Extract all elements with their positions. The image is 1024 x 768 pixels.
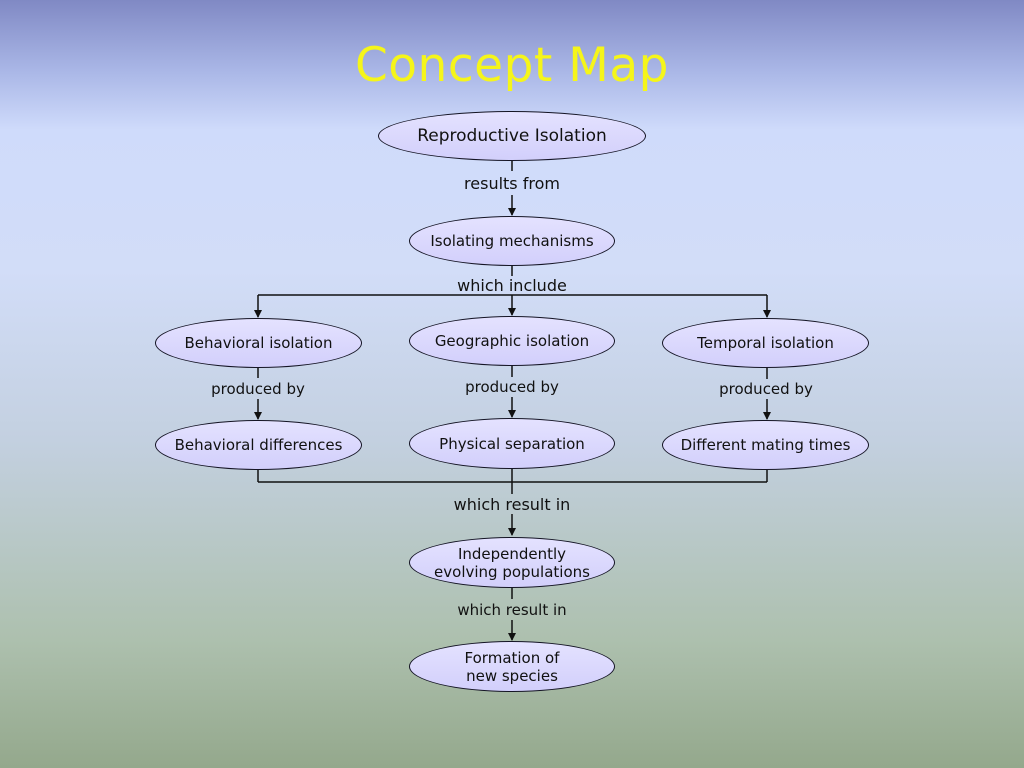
- node-behavioral-differences: Behavioral differences: [155, 420, 362, 470]
- node-different-mating-times: Different mating times: [662, 420, 869, 470]
- node-reproductive-isolation: Reproductive Isolation: [378, 111, 646, 161]
- node-geographic-isolation: Geographic isolation: [409, 316, 615, 366]
- node-independently-evolving-populations: Independently evolving populations: [409, 537, 615, 588]
- link-label-which-result-in-1: which result in: [453, 495, 571, 514]
- node-temporal-isolation: Temporal isolation: [662, 318, 869, 368]
- node-formation-of-new-species: Formation of new species: [409, 641, 615, 692]
- page-title: Concept Map: [354, 38, 669, 93]
- link-label-which-result-in-2: which result in: [457, 601, 567, 619]
- node-physical-separation: Physical separation: [409, 418, 615, 469]
- link-label-produced-by-left: produced by: [211, 380, 305, 398]
- link-label-results-from: results from: [464, 174, 560, 193]
- link-label-which-include: which include: [457, 276, 567, 295]
- link-label-produced-by-middle: produced by: [465, 378, 559, 396]
- node-isolating-mechanisms: Isolating mechanisms: [409, 216, 615, 266]
- node-behavioral-isolation: Behavioral isolation: [155, 318, 362, 368]
- link-label-produced-by-right: produced by: [719, 380, 813, 398]
